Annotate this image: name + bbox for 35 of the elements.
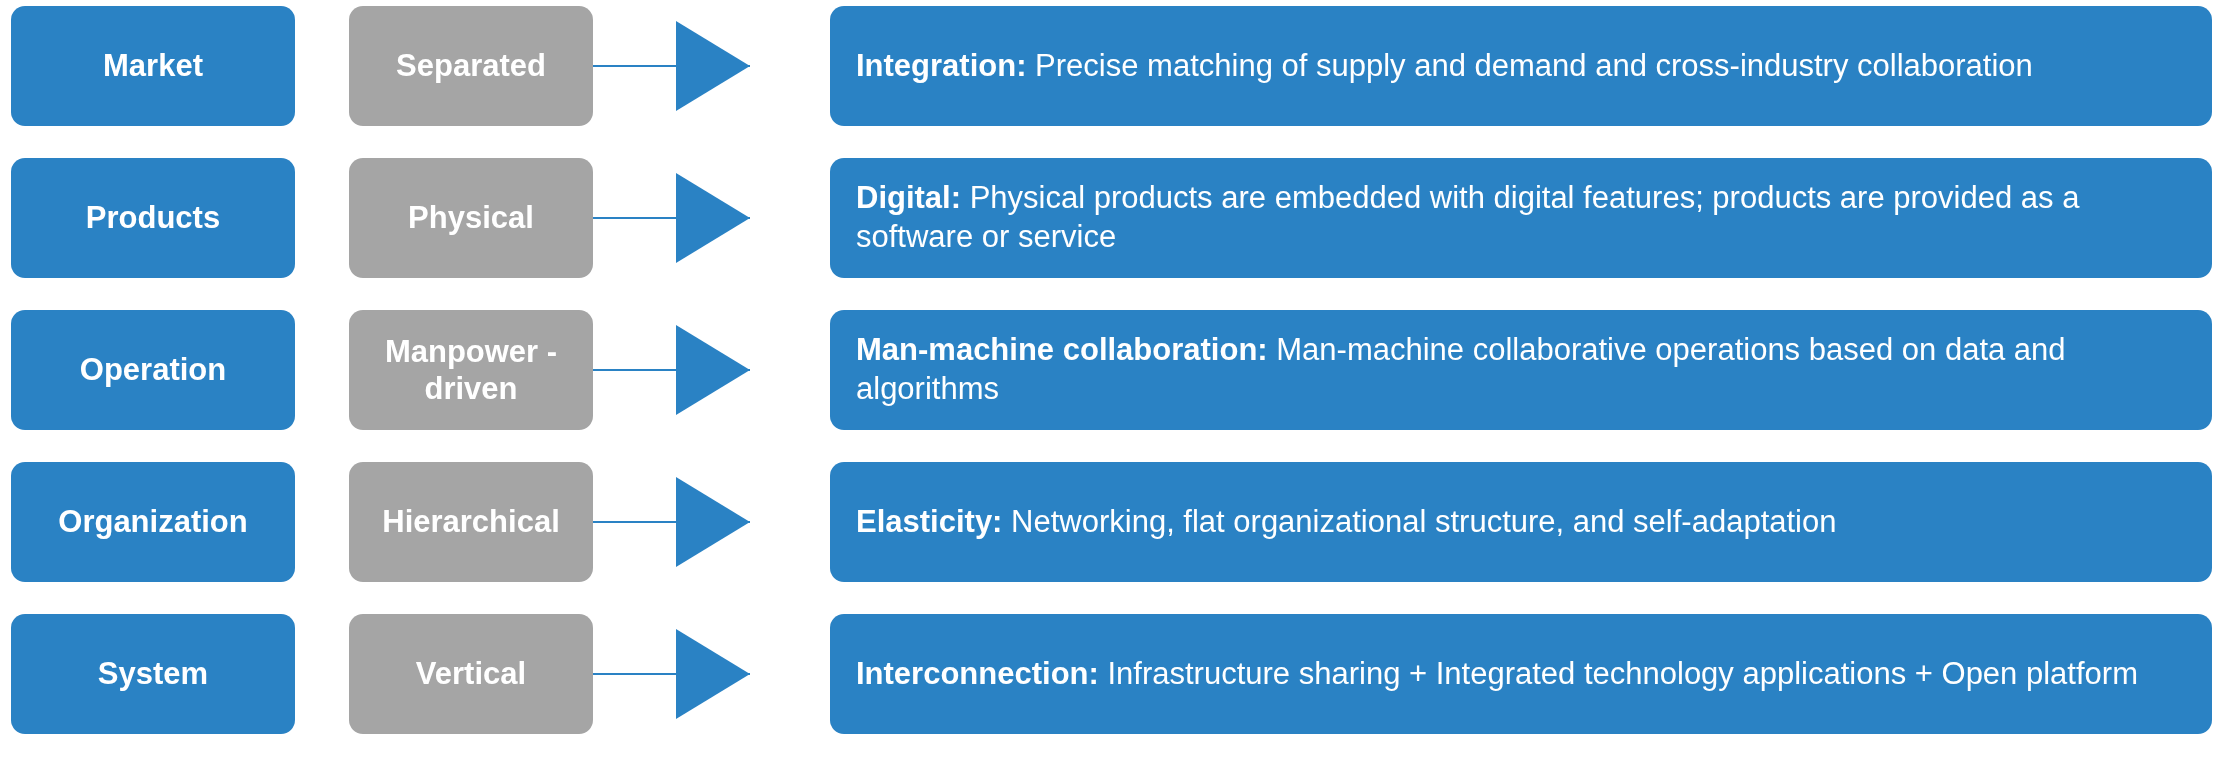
category-label: Operation xyxy=(79,352,227,388)
description-text: Integration: Precise matching of supply and demand and cross-industry collaboration xyxy=(856,46,2033,85)
category-label: Products xyxy=(85,200,221,236)
arrow xyxy=(592,173,751,263)
category-box xyxy=(11,310,295,430)
state-label: Hierarchical xyxy=(382,503,560,541)
arrow xyxy=(592,325,751,415)
description-box xyxy=(830,6,2212,126)
state-box xyxy=(349,158,593,278)
description-text: Elasticity: Networking, flat organizational structure, and self-adaptation xyxy=(856,502,1837,541)
description-box xyxy=(830,462,2212,582)
description-box xyxy=(830,614,2212,734)
description-text: Digital: Physical products are embedded with digital features; products are provided as a software or service xyxy=(856,179,2081,256)
category-label: System xyxy=(97,656,209,692)
category-box xyxy=(11,6,295,126)
category-label: Organization xyxy=(58,504,248,540)
state-box xyxy=(349,614,593,734)
state-label: Manpower -driven xyxy=(383,332,559,408)
arrow xyxy=(592,21,751,111)
description-box xyxy=(830,310,2212,430)
description-box xyxy=(830,158,2212,278)
state-label: Separated xyxy=(396,47,546,85)
arrow xyxy=(592,477,751,567)
category-box xyxy=(11,614,295,734)
state-box xyxy=(349,462,593,582)
description-text: Interconnection: Infrastructure sharing + Integrated technology applications + Open platform xyxy=(856,654,2138,693)
state-box xyxy=(349,310,593,430)
category-box xyxy=(11,158,295,278)
state-label: Physical xyxy=(408,199,534,237)
category-box xyxy=(11,462,295,582)
state-box xyxy=(349,6,593,126)
description-text: Man-machine collaboration: Man-machine collaborative operations based on data and algorithms xyxy=(856,331,2067,408)
arrow xyxy=(592,629,751,719)
category-label: Market xyxy=(103,48,203,84)
state-label: Vertical xyxy=(415,655,527,693)
